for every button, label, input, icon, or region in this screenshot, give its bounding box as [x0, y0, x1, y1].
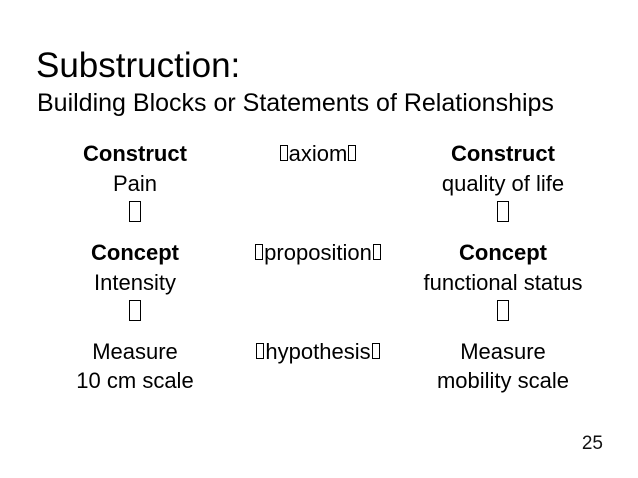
- right-construct-label: Construct: [451, 141, 555, 166]
- right-arrow-cell: [411, 199, 595, 239]
- missing-glyph-box-icon: [279, 145, 288, 161]
- proposition-term: proposition: [254, 239, 382, 267]
- missing-glyph-box-icon: [348, 145, 357, 161]
- down-arrow-missing-glyph-icon: [497, 201, 509, 222]
- down-arrow-missing-glyph-icon: [129, 300, 141, 321]
- left-measure-label: Measure: [92, 339, 178, 364]
- left-construct-value: Pain: [112, 171, 158, 196]
- left-concept-label: Concept: [91, 240, 179, 265]
- empty-cell: [225, 199, 411, 239]
- proposition-term-cell: proposition: [225, 239, 411, 269]
- right-construct-value: quality of life: [441, 171, 565, 196]
- axiom-term: axiom: [279, 140, 358, 168]
- right-arrow-cell: [411, 298, 595, 338]
- right-concept-value: functional status: [423, 270, 583, 295]
- substruction-diagram: Construct axiom Construct Pain quality o…: [45, 140, 595, 397]
- hypothesis-term-cell: hypothesis: [225, 338, 411, 367]
- left-concept-value: Intensity: [94, 270, 176, 295]
- slide-page-number: 25: [581, 433, 603, 454]
- left-construct-label: Construct: [83, 141, 187, 166]
- left-arrow-cell: [45, 199, 225, 239]
- left-arrow-cell: [45, 298, 225, 338]
- down-arrow-missing-glyph-icon: [497, 300, 509, 321]
- missing-glyph-box-icon: [255, 244, 264, 260]
- right-concept-label: Concept: [459, 240, 547, 265]
- right-measure-label: Measure: [460, 339, 546, 364]
- hypothesis-term: hypothesis: [255, 338, 380, 366]
- right-measure-value: mobility scale: [436, 368, 570, 393]
- empty-cell: [225, 269, 411, 298]
- missing-glyph-box-icon: [256, 343, 265, 359]
- axiom-label: axiom: [288, 141, 348, 166]
- slide-subtitle: Building Blocks or Statements of Relatio…: [37, 89, 554, 117]
- down-arrow-missing-glyph-icon: [129, 201, 141, 222]
- missing-glyph-box-icon: [371, 343, 380, 359]
- left-measure-value: 10 cm scale: [76, 368, 194, 393]
- hypothesis-label: hypothesis: [265, 339, 371, 364]
- proposition-label: proposition: [264, 240, 372, 265]
- axiom-term-cell: axiom: [225, 140, 411, 170]
- empty-cell: [225, 298, 411, 338]
- empty-cell: [225, 170, 411, 199]
- slide-title: Substruction:: [36, 46, 241, 85]
- missing-glyph-box-icon: [372, 244, 381, 260]
- empty-cell: [225, 367, 411, 397]
